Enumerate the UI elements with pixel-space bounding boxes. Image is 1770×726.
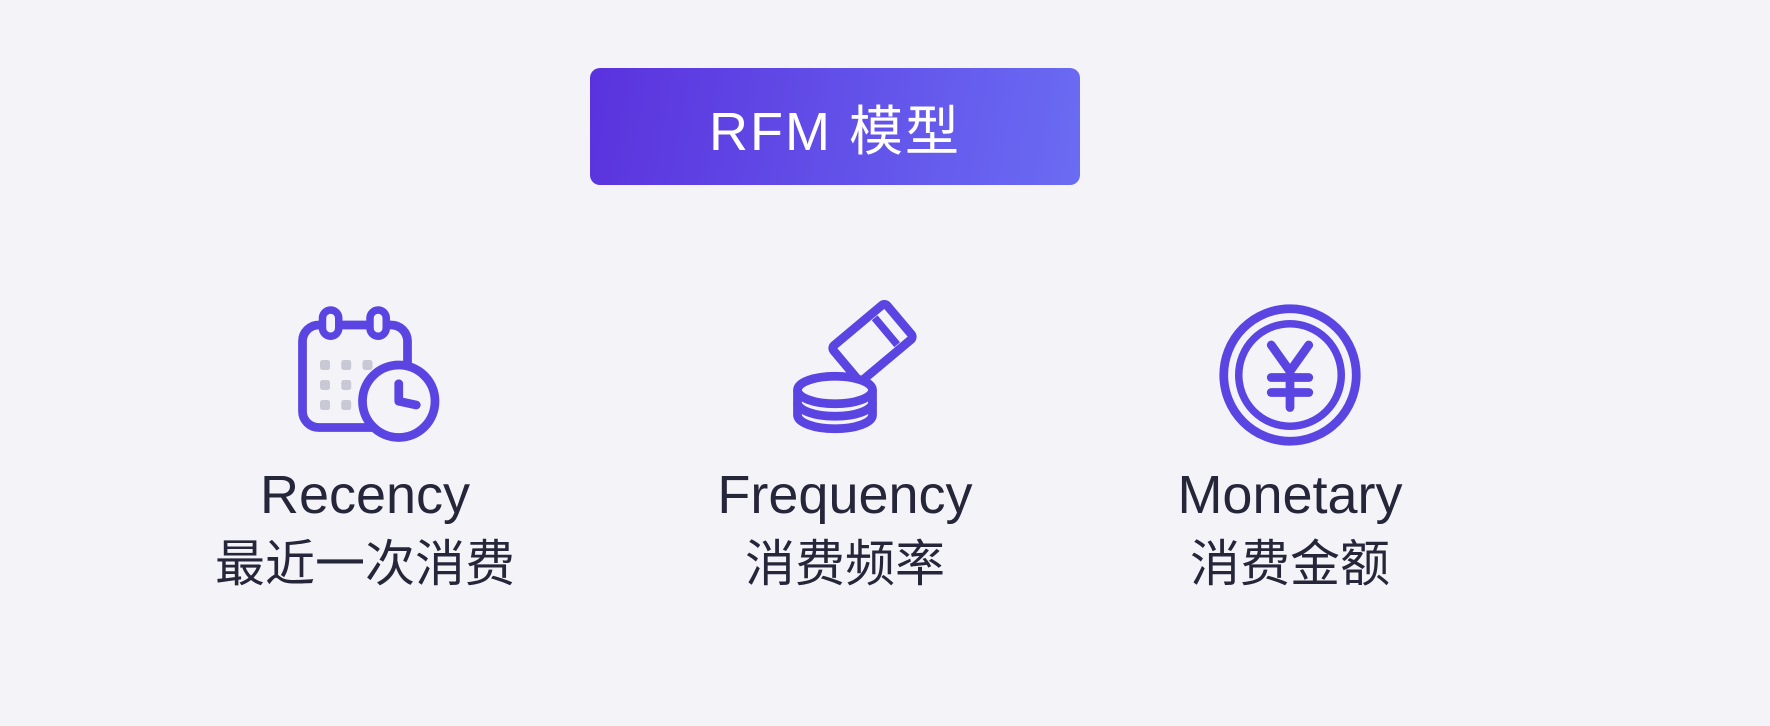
item-label-zh: 消费频率 bbox=[745, 536, 945, 593]
rfm-model-badge: RFM 模型 bbox=[590, 68, 1080, 185]
item-label-en: Frequency bbox=[717, 465, 973, 525]
rfm-item-frequency: Frequency 消费频率 bbox=[645, 300, 1045, 594]
yen-coin-icon bbox=[1215, 300, 1365, 450]
item-label-en: Recency bbox=[259, 465, 471, 525]
rfm-item-recency: Recency 最近一次消费 bbox=[165, 300, 565, 594]
coins-icon bbox=[770, 300, 920, 450]
item-label-en: Monetary bbox=[1177, 465, 1403, 525]
rfm-item-monetary: Monetary 消费金额 bbox=[1090, 300, 1490, 594]
item-label-zh: 消费金额 bbox=[1190, 536, 1390, 593]
page-title: RFM 模型 bbox=[709, 102, 961, 162]
item-label-zh: 最近一次消费 bbox=[215, 536, 515, 593]
calendar-clock-icon bbox=[290, 300, 440, 450]
